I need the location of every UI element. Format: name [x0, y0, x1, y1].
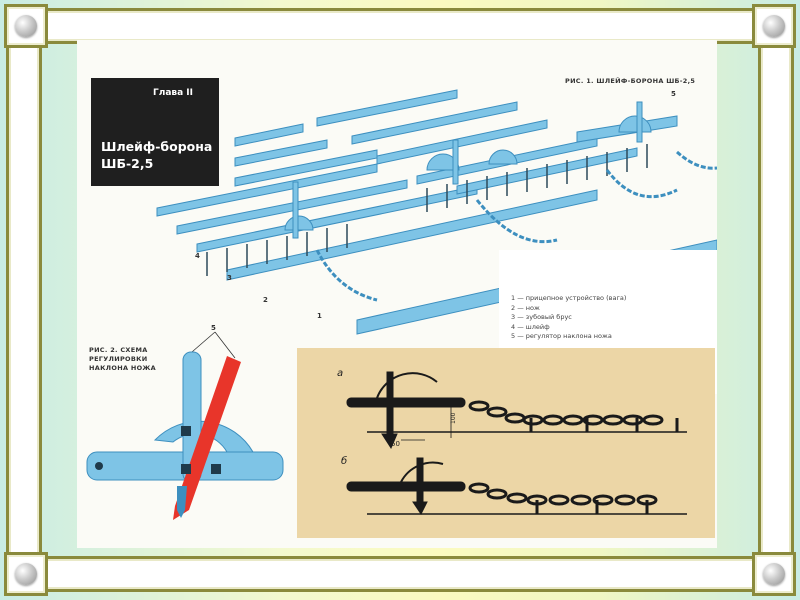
legend-item: 4 — шлейф	[511, 322, 550, 331]
frame-corner-bottom-left	[4, 552, 48, 596]
legend-item: 3 — зубовый брус	[511, 313, 572, 321]
frame-corner-top-right	[752, 4, 796, 48]
figure2-caption: РИС. 2. СХЕМА РЕГУЛИРОВКИ НАКЛОНА НОЖА	[89, 346, 156, 372]
inset-drawing: а б	[337, 368, 687, 515]
harrow-regulators	[284, 101, 652, 239]
callout-4: 4	[195, 252, 200, 260]
knife-regulation-diagram: 5	[86, 324, 284, 520]
callout-2: 2	[263, 296, 268, 304]
book-page: 1 2 3 4 5 Глава II Шлейф-борона ШБ-2,5 Р…	[77, 40, 717, 548]
frame-bar-left	[6, 28, 42, 572]
rivet-icon	[15, 563, 37, 585]
harrow-chains	[315, 150, 717, 302]
figure1-caption: РИС. 1. ШЛЕЙФ-БОРОНА ШБ-2,5	[565, 77, 696, 85]
legend-item: 1 — прицепное устройство (вага)	[511, 294, 627, 302]
label-a: а	[337, 368, 343, 379]
scheme-b	[346, 457, 687, 515]
frame-bar-bottom	[28, 556, 772, 592]
inset-schematic: а б	[297, 348, 715, 538]
rivet-icon	[15, 15, 37, 37]
legend-item: 5 — регулятор наклона ножа	[511, 332, 612, 340]
knife-red-indicator	[173, 356, 241, 520]
rivet-icon	[763, 563, 785, 585]
knife-blade	[177, 486, 187, 518]
callout-1: 1	[317, 312, 322, 320]
legend-item: 2 — нож	[511, 303, 540, 312]
chapter-box: Глава II Шлейф-борона ШБ-2,5	[91, 78, 219, 186]
harrow-callout-numbers: 1 2 3 4 5	[195, 90, 676, 320]
figure2-callout-5: 5	[211, 324, 216, 332]
dimension-50: 50	[391, 440, 400, 448]
rivet-icon	[763, 15, 785, 37]
scheme-a	[346, 371, 687, 450]
frame-corner-top-left	[4, 4, 48, 48]
harrow-teeth	[206, 144, 648, 276]
callout-5: 5	[671, 90, 676, 98]
dimension-100: 100	[450, 412, 457, 424]
label-b: б	[341, 455, 347, 467]
frame-bar-top	[28, 8, 772, 44]
frame-bar-right	[758, 28, 794, 572]
callout-3: 3	[227, 274, 232, 282]
chapter-label: Глава II	[153, 88, 193, 98]
chapter-title: Шлейф-борона ШБ-2,5	[101, 139, 213, 171]
frame-corner-bottom-right	[752, 552, 796, 596]
